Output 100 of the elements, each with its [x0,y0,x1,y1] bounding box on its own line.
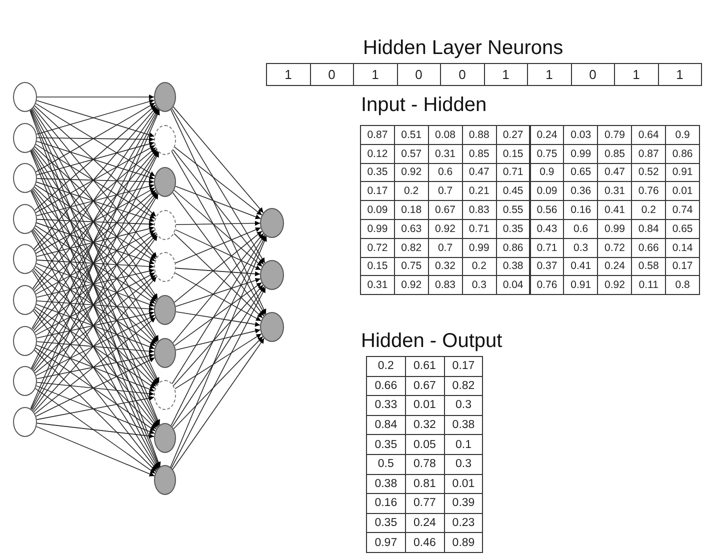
weight-value: 0.89 [444,532,484,553]
arrow [36,422,154,438]
arrow [172,233,264,344]
neuron-circle [154,465,176,496]
arrow [32,270,158,470]
weight-value: 0.2 [366,356,406,377]
arrow [36,341,154,354]
arrow [176,220,260,226]
weight-value: 0.97 [366,532,406,553]
arrow [35,388,156,474]
neuron-state: 1 [614,63,658,86]
arrow [170,287,266,469]
arrow [174,333,262,390]
arrow [173,284,264,386]
weight-value: 0.9 [665,125,700,145]
arrow [172,286,265,428]
arrow [175,328,261,350]
neuron-circle [154,82,176,112]
neuron-state: 1 [266,63,310,86]
arrow [34,308,156,430]
neuron-circle [154,380,176,410]
arrow [36,426,155,476]
arrow [36,218,154,227]
arrow [172,149,264,265]
arrow [173,336,264,430]
neuron-circle [154,124,176,155]
arrow [36,311,155,338]
arrow [36,314,156,376]
arrow [36,184,155,216]
arrow [36,222,155,264]
arrow [36,272,156,336]
arrow [36,385,155,434]
arrow [36,230,156,294]
neuron-circle [154,295,176,325]
neuron-circle [13,366,37,396]
arrow [35,266,156,346]
arrow [36,136,154,142]
weight-value: 0.31 [360,275,395,296]
arrow [36,263,155,307]
table-heading: Input - Hidden [361,95,487,115]
neuron-circle [260,312,284,342]
arrow [36,353,155,380]
arrow [36,304,155,350]
arrow [170,236,267,468]
arrow [35,225,156,304]
neuron-circle [154,338,176,368]
arrow [175,278,261,307]
arrow [176,268,260,276]
neuron-circle [260,208,284,238]
arrow [35,306,156,389]
arrow [36,182,155,222]
arrow [34,317,156,414]
neuron-state: 1 [353,63,398,86]
neuron-state: 1 [484,63,528,86]
arrow [36,260,154,269]
arrow [34,268,156,387]
weight-value: 0.76 [530,275,564,296]
neuron-circle [154,210,176,240]
arrow [36,344,155,392]
arrow [174,230,262,303]
arrow [171,151,266,316]
arrow [36,178,154,184]
arrow [172,338,265,470]
arrow [174,190,263,267]
arrow [35,347,156,432]
arrow [172,108,266,264]
arrow [174,272,262,322]
arrow [175,186,261,220]
neuron-circle [13,326,37,356]
arrow [34,274,156,374]
neuron-circle [13,244,37,274]
arrow [175,227,261,264]
arrow [32,310,158,470]
arrow [172,234,266,384]
neuron-circle [154,167,176,198]
arrow [36,382,154,396]
neuron-state: 1 [527,63,572,86]
arrow [174,282,262,346]
arrow [174,146,262,216]
neuron-state: 0 [396,63,441,86]
weight-value: 0.8 [665,275,700,296]
neuron-circle [154,252,176,282]
neuron-circle [13,406,37,437]
arrow [36,357,156,417]
neuron-circle [13,204,37,234]
neuron-circle [13,82,37,112]
arrow [172,106,264,214]
arrow [170,109,266,314]
arrow [170,235,266,426]
weight-value: 0.87 [360,125,395,145]
weight-value: 0.24 [530,125,564,145]
neuron-state: 0 [440,63,484,86]
arrow [36,226,155,257]
table-heading: Hidden Layer Neurons [363,38,564,58]
neuron-circle [13,163,37,194]
neuron-circle [13,285,37,315]
arrow [36,300,154,312]
arrow [172,192,264,316]
arrow [31,230,159,469]
neuron-circle [260,260,284,290]
